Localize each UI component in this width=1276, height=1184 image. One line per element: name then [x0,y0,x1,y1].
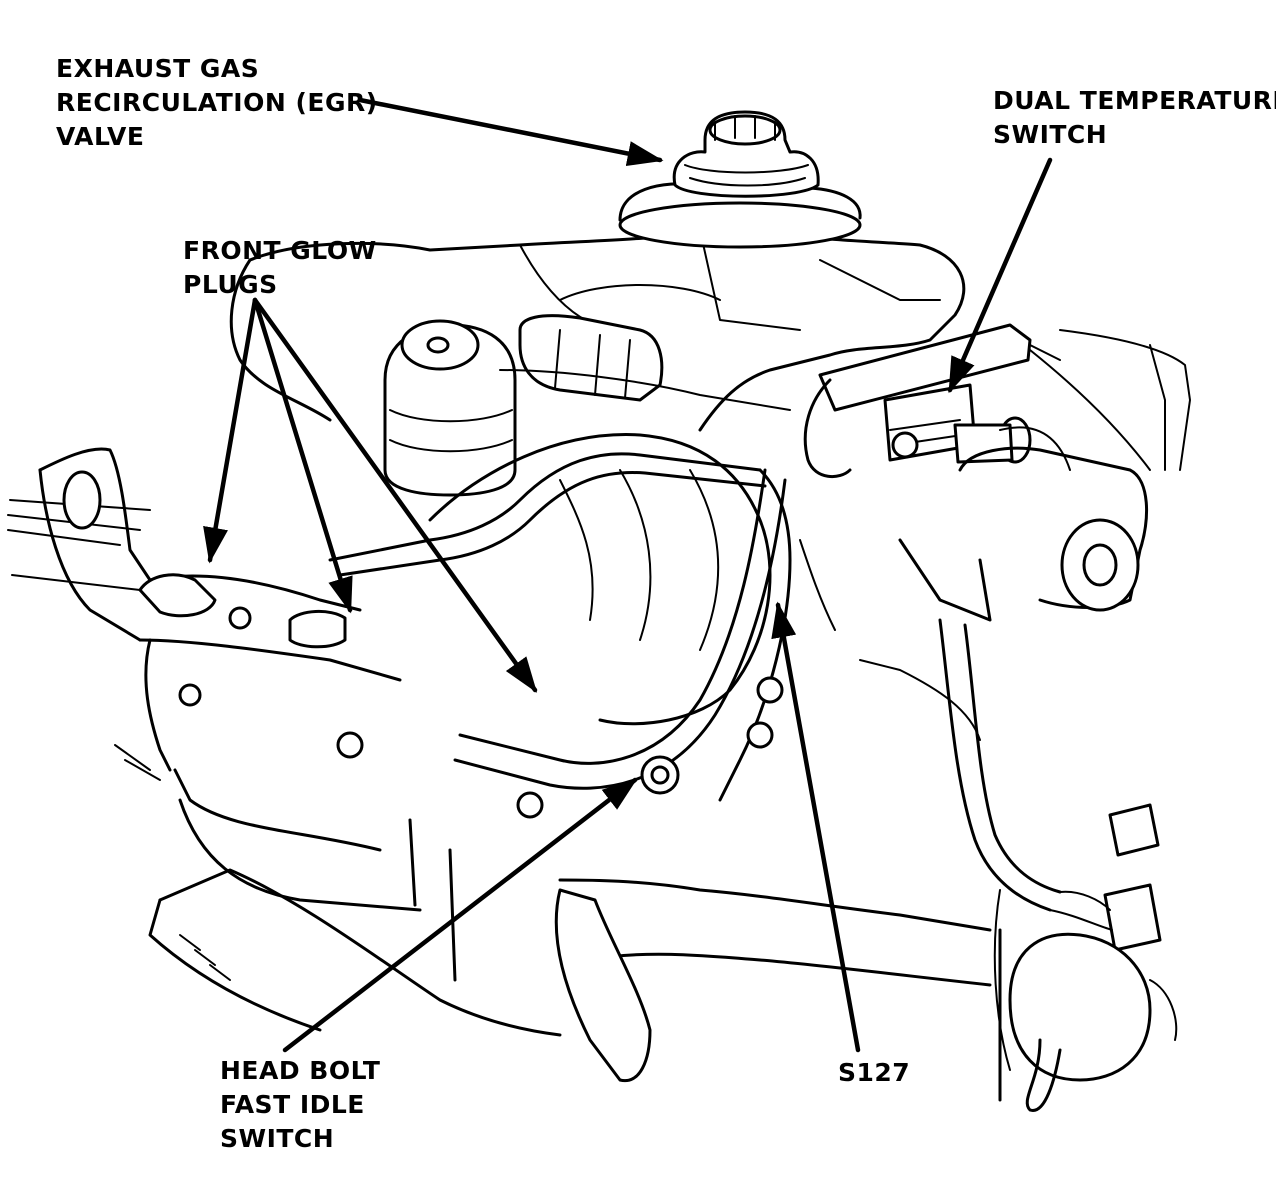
s127-splice-label: S127 [838,1056,910,1090]
egr-leader-arrow [357,97,664,167]
dual-temp-label-line-2: SWITCH [993,120,1108,149]
dual-temp-label-line-1: DUAL TEMPERATURE [993,86,1276,115]
engine-block-illustration [7,110,1191,1112]
glow-label-line-1: FRONT GLOW [183,236,377,265]
glow-label-line-2: PLUGS [183,270,278,299]
glow-leader-arrow-1 [203,297,258,564]
dual-temperature-switch-label: DUAL TEMPERATURE SWITCH [993,84,1276,152]
egr-valve-label-line-3: VALVE [56,122,145,151]
glow-leader-arrow-3 [252,297,538,693]
head-bolt-label-line-2: FAST IDLE [220,1090,365,1119]
front-glow-plugs-label: FRONT GLOW PLUGS [183,234,377,302]
head-bolt-fast-idle-switch-label: HEAD BOLT FAST IDLE SWITCH [220,1054,380,1156]
head-bolt-label-line-1: HEAD BOLT [220,1056,381,1085]
s127-label-text: S127 [838,1058,911,1087]
egr-valve-label-line-1: EXHAUST GAS [56,54,260,83]
dual-temp-leader-arrow [947,157,1053,394]
head-bolt-leader-arrow [282,777,638,1053]
egr-valve-label-line-2: RECIRCULATION (EGR) [56,88,378,117]
head-bolt-label-line-3: SWITCH [220,1124,335,1153]
egr-valve-label: EXHAUST GAS RECIRCULATION (EGR) VALVE [56,52,378,154]
glow-leader-arrow-2 [252,297,353,614]
s127-leader-arrow [771,601,861,1053]
leader-lines [203,97,1053,1053]
